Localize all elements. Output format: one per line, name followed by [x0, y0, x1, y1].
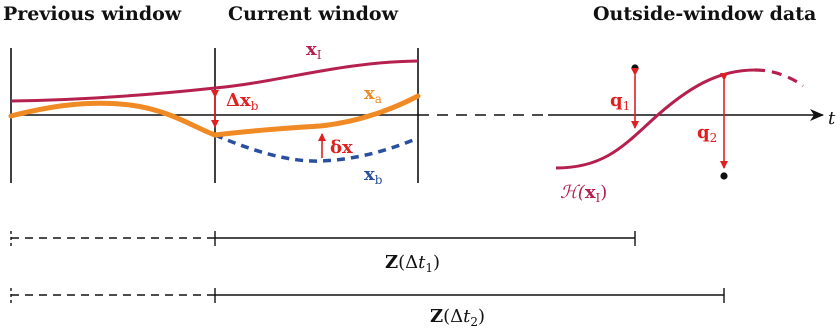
observation-point-2	[720, 172, 728, 180]
header-outside-window: Outside-window data	[593, 3, 816, 25]
header-previous-window: Previous window	[3, 3, 182, 25]
h-x-i-curve	[555, 68, 756, 170]
x-a-curve	[8, 93, 421, 138]
delta-x-b-label: Δxb	[226, 90, 259, 113]
x-i-label: xI	[306, 39, 322, 62]
delta-x-label: δx	[330, 137, 353, 158]
h-x-i-curve-dashed	[754, 68, 804, 88]
span-2-label: Z(Δt2)	[430, 306, 485, 329]
x-i-curve	[10, 59, 419, 103]
time-axis-label: t	[828, 108, 836, 129]
h-x-i-label: ℋ(xI)	[560, 182, 607, 205]
span-1-label: Z(Δt1)	[385, 252, 440, 275]
x-b-label: xb	[364, 164, 383, 187]
q1-label: q1	[610, 90, 630, 113]
q2-label: q2	[697, 122, 717, 145]
x-a-label: xa	[364, 83, 382, 106]
header-current-window: Current window	[228, 3, 399, 25]
observation-point-1	[631, 64, 639, 72]
x-b-curve	[214, 133, 419, 163]
